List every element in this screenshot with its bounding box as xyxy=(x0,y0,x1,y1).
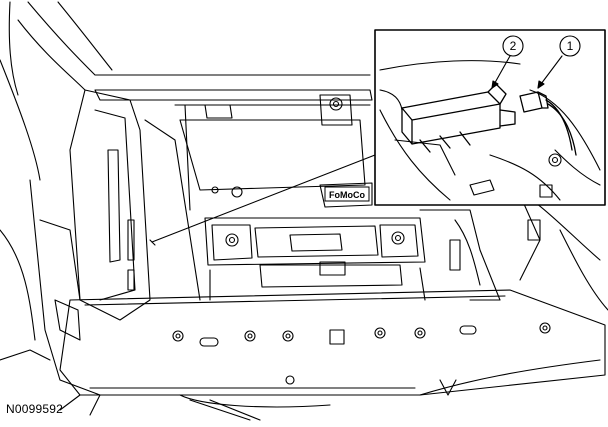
callout-1-circle xyxy=(559,35,581,57)
brand-mark-text: FoMoCo xyxy=(329,190,365,200)
lower-wiring xyxy=(0,349,601,421)
central-mounting-bracket xyxy=(204,217,426,301)
detail-inset xyxy=(374,29,606,206)
lower-crossbar xyxy=(59,289,606,396)
receiver-module xyxy=(401,83,516,153)
dashboard-top-contour xyxy=(0,1,371,181)
glovebox-opening-frame xyxy=(94,89,373,301)
left-trim-panel xyxy=(0,89,151,396)
figure-id-label: N0099592 xyxy=(6,402,63,416)
callout-2-circle xyxy=(502,35,524,57)
electrical-connector xyxy=(519,91,577,156)
detail-leader-line xyxy=(151,154,376,243)
brand-mark-plate xyxy=(324,186,370,202)
callout-1-number: 1 xyxy=(567,39,574,53)
callout-2-number: 2 xyxy=(510,39,517,53)
